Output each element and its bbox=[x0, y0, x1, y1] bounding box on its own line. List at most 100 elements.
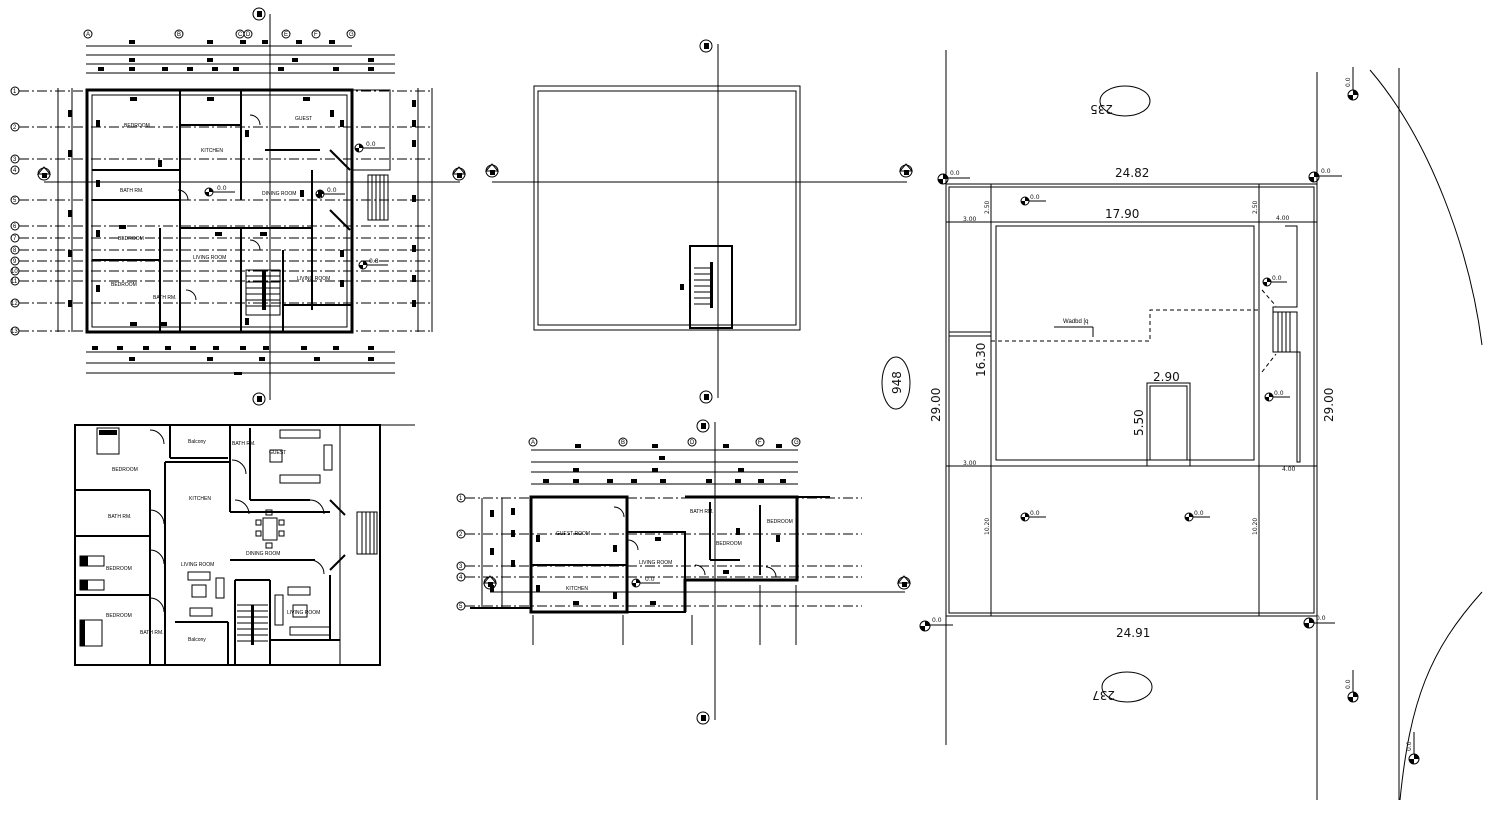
room-label: Balcony bbox=[188, 637, 206, 643]
svg-text:0.0: 0.0 bbox=[1030, 194, 1040, 201]
section-marker-icon bbox=[898, 163, 914, 178]
dim-left-height: 29.00 bbox=[929, 388, 943, 422]
plot-number-235: 235 bbox=[1090, 85, 1151, 117]
svg-text:0.0: 0.0 bbox=[1272, 275, 1282, 282]
svg-text:0.8: 0.8 bbox=[369, 258, 379, 265]
level-marker-icon bbox=[204, 187, 235, 197]
room-label: BATH RM. bbox=[140, 630, 164, 636]
room-label: BEDROOM bbox=[118, 236, 144, 242]
svg-text:4.00: 4.00 bbox=[1276, 215, 1290, 222]
room-label: LIVING ROOM bbox=[297, 276, 330, 282]
sofa-icon bbox=[187, 571, 225, 617]
room-label: BEDROOM bbox=[716, 541, 742, 547]
room-label: GUEST ROOM bbox=[556, 531, 590, 537]
bed-icon bbox=[96, 427, 120, 455]
svg-text:0.0: 0.0 bbox=[366, 141, 376, 148]
room-label: BEDROOM bbox=[124, 123, 150, 129]
room-label: BEDROOM bbox=[767, 519, 793, 525]
dim-box-width: 2.90 bbox=[1153, 370, 1180, 384]
svg-text:B: B bbox=[621, 440, 625, 446]
room-label: LIVING ROOM bbox=[181, 562, 214, 568]
svg-text:0.0: 0.0 bbox=[327, 187, 337, 194]
section-marker-icon bbox=[699, 39, 713, 53]
plot-number-948: 948 bbox=[881, 356, 911, 410]
svg-text:D: D bbox=[690, 440, 695, 446]
room-label: DINING ROOM bbox=[246, 551, 280, 557]
sofa-icon bbox=[269, 429, 333, 484]
svg-text:11: 11 bbox=[11, 279, 18, 285]
level-marker-icon bbox=[919, 620, 953, 632]
section-marker-icon bbox=[699, 390, 713, 404]
section-marker-icon bbox=[896, 575, 912, 590]
grid-rows: 1 2 3 4 5 6 7 8 9 10 11 12 13 bbox=[10, 86, 20, 336]
svg-text:0.0: 0.0 bbox=[1194, 510, 1204, 517]
svg-text:0.0: 0.0 bbox=[1406, 741, 1413, 751]
svg-text:4: 4 bbox=[13, 168, 17, 174]
svg-text:0.0: 0.0 bbox=[1321, 168, 1331, 175]
room-label: KITCHEN bbox=[189, 496, 211, 502]
plan-2-furnished: BEDROOM Balcony BATH RM. GUEST KITCHEN B… bbox=[74, 424, 415, 666]
dim-bottom-width: 24.91 bbox=[1116, 626, 1150, 640]
svg-text:5: 5 bbox=[13, 198, 17, 204]
plan-1-dimensioned: A B C D E F G 1 2 3 4 5 6 7 8 9 10 11 bbox=[10, 7, 467, 406]
level-marker-icon bbox=[937, 173, 970, 185]
room-label: BATH RM. bbox=[153, 295, 177, 301]
svg-text:F: F bbox=[314, 32, 318, 38]
room-label: Balcony bbox=[188, 439, 206, 445]
room-label: KITCHEN bbox=[201, 148, 223, 154]
level-marker-icon bbox=[1347, 670, 1359, 703]
svg-text:10.20: 10.20 bbox=[984, 518, 991, 535]
svg-text:4.00: 4.00 bbox=[1282, 466, 1296, 473]
level-marker-icon bbox=[1264, 392, 1290, 402]
section-marker-icon bbox=[484, 163, 500, 178]
road-curve-bottom bbox=[1399, 591, 1483, 801]
svg-text:237: 237 bbox=[1092, 688, 1115, 702]
svg-text:G: G bbox=[794, 440, 799, 446]
section-marker-icon bbox=[451, 166, 467, 181]
svg-text:3.00: 3.00 bbox=[963, 460, 977, 467]
section-marker-icon bbox=[482, 575, 498, 590]
section-marker-icon bbox=[696, 419, 710, 433]
svg-text:235: 235 bbox=[1090, 102, 1113, 116]
plot-number-237: 237 bbox=[1092, 671, 1153, 703]
svg-text:A: A bbox=[531, 440, 535, 446]
svg-text:C: C bbox=[238, 32, 243, 38]
svg-text:2: 2 bbox=[459, 532, 463, 538]
bed-icon bbox=[79, 579, 105, 591]
svg-text:948: 948 bbox=[890, 371, 904, 394]
svg-text:0.0: 0.0 bbox=[217, 185, 227, 192]
svg-text:8: 8 bbox=[13, 248, 17, 254]
level-marker-icon bbox=[1347, 67, 1359, 101]
room-label: GUEST bbox=[295, 116, 312, 122]
grid-columns: A B D F G bbox=[528, 437, 801, 447]
level-marker-icon bbox=[354, 143, 385, 153]
dim-right-height: 29.00 bbox=[1322, 388, 1336, 422]
dim-box-height: 5.50 bbox=[1132, 409, 1146, 436]
level-marker-icon bbox=[315, 189, 345, 199]
svg-text:3: 3 bbox=[13, 157, 17, 163]
svg-text:A: A bbox=[86, 32, 90, 38]
svg-text:13: 13 bbox=[11, 329, 18, 335]
annotation-text: Wadbd [q bbox=[1063, 319, 1088, 325]
section-marker-icon bbox=[252, 7, 266, 21]
svg-text:7: 7 bbox=[13, 236, 17, 242]
room-label: BATH RM. bbox=[120, 188, 144, 194]
svg-text:2.50: 2.50 bbox=[1252, 200, 1259, 214]
grid-rows: 1 2 3 4 5 bbox=[456, 493, 466, 611]
level-marker-icon bbox=[631, 578, 660, 588]
svg-text:3: 3 bbox=[459, 564, 463, 570]
svg-text:12: 12 bbox=[11, 301, 18, 307]
svg-text:B: B bbox=[177, 32, 181, 38]
svg-text:0.0: 0.0 bbox=[1345, 679, 1352, 689]
room-label: BEDROOM bbox=[112, 467, 138, 473]
sofa-icon bbox=[274, 586, 331, 636]
svg-text:0.0: 0.0 bbox=[1274, 390, 1284, 397]
room-label: BATH RM. bbox=[232, 441, 256, 447]
level-marker-icon bbox=[1020, 196, 1046, 206]
level-marker-icon bbox=[1408, 732, 1420, 765]
svg-text:1: 1 bbox=[459, 496, 463, 502]
grid-columns: A B C D E F G bbox=[83, 29, 356, 39]
svg-text:2: 2 bbox=[13, 125, 17, 131]
room-label: KITCHEN bbox=[566, 586, 588, 592]
